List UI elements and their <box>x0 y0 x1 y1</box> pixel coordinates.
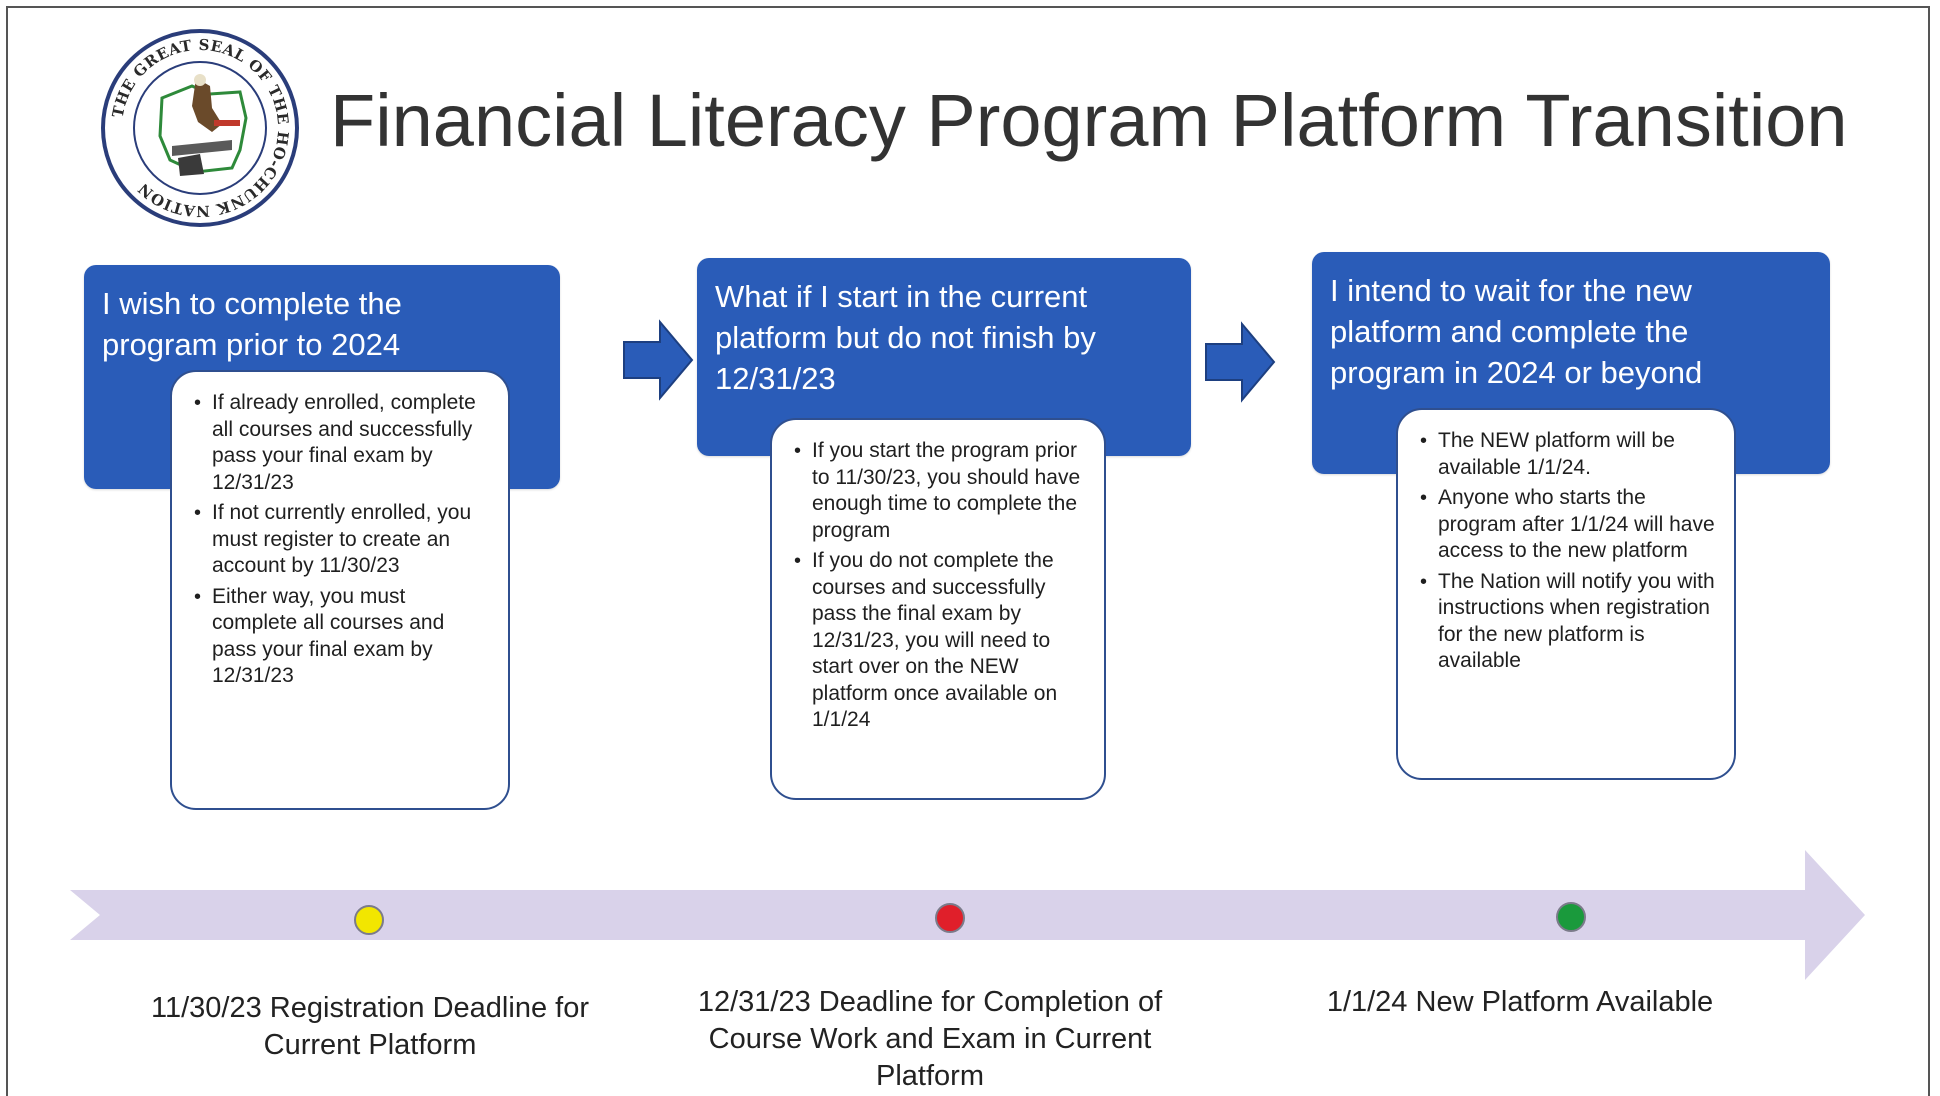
flow-arrow-2-icon <box>1205 321 1276 403</box>
timeline-dot-yellow <box>354 905 384 935</box>
step-2-bullet-2: If you do not complete the courses and s… <box>794 548 1086 734</box>
step-3-details-card: The NEW platform will be available 1/1/2… <box>1396 408 1736 780</box>
timeline-dot-green <box>1556 902 1586 932</box>
timeline-label-new-platform: 1/1/24 New Platform Available <box>1326 986 1714 1018</box>
step-3-bullet-1: The NEW platform will be available 1/1/2… <box>1420 428 1716 481</box>
step-1-bullet-3: Either way, you must complete all course… <box>194 584 490 690</box>
step-3-bullet-2: Anyone who starts the program after 1/1/… <box>1420 485 1716 565</box>
step-1-heading: I wish to complete the program prior to … <box>102 286 402 362</box>
step-1-details-card: If already enrolled, complete all course… <box>170 370 510 810</box>
step-1-bullet-1: If already enrolled, complete all course… <box>194 390 490 496</box>
slide-frame <box>6 6 1930 1096</box>
timeline-label-completion-deadline: 12/31/23 Deadline for Completion of Cour… <box>697 986 1163 1092</box>
timeline-arrow-band <box>70 850 1865 980</box>
step-3-bullet-list: The NEW platform will be available 1/1/2… <box>1416 428 1716 675</box>
ho-chunk-nation-seal-icon: THE GREAT SEAL OF THE HO-CHUNK NATION <box>101 29 299 227</box>
step-2-header-box: What if I start in the current platform … <box>697 258 1191 456</box>
timeline-label-registration-deadline: 11/30/23 Registration Deadline for Curre… <box>151 992 589 1061</box>
step-1-bullet-2: If not currently enrolled, you must regi… <box>194 500 490 580</box>
step-2-bullet-list: If you start the program prior to 11/30/… <box>790 438 1086 734</box>
step-3-heading: I intend to wait for the new platform an… <box>1330 273 1703 390</box>
step-2-details-card: If you start the program prior to 11/30/… <box>770 418 1106 800</box>
step-1-bullet-list: If already enrolled, complete all course… <box>190 390 490 690</box>
step-3-bullet-3: The Nation will notify you with instruct… <box>1420 569 1716 675</box>
step-2-heading: What if I start in the current platform … <box>715 279 1096 396</box>
timeline-dot-red <box>935 903 965 933</box>
flow-arrow-1-icon <box>623 319 694 401</box>
step-2-bullet-1: If you start the program prior to 11/30/… <box>794 438 1086 544</box>
page-title: Financial Literacy Program Platform Tran… <box>330 79 1848 162</box>
